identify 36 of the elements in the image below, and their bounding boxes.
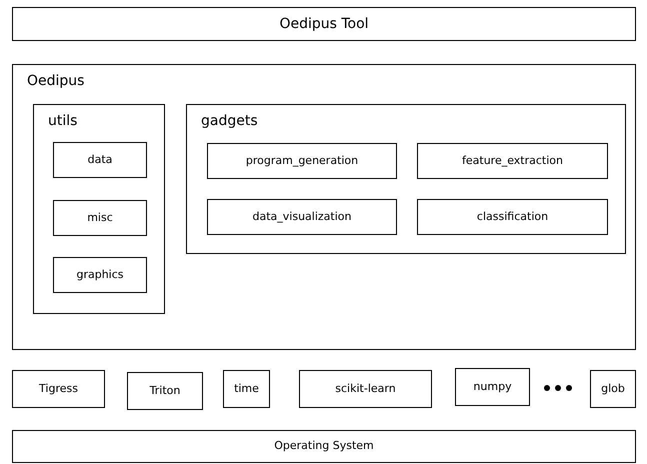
container-box <box>186 104 626 254</box>
module-box <box>223 370 270 408</box>
module-box <box>207 199 397 235</box>
container-title: gadgets <box>201 112 258 131</box>
module-label: scikit-learn <box>335 380 396 397</box>
module-label: Operating System <box>274 438 374 454</box>
module-label: time <box>234 380 259 397</box>
module-label: data_visualization <box>252 208 352 225</box>
module-box <box>53 200 147 236</box>
module-box <box>299 370 432 408</box>
module-label: feature_extraction <box>462 152 563 169</box>
module-label: classification <box>476 208 548 225</box>
module-box <box>127 372 203 410</box>
module-box <box>455 368 530 406</box>
module-box <box>417 143 608 179</box>
module-label: Oedipus Tool <box>279 14 369 34</box>
container-title: Oedipus <box>27 72 84 91</box>
module-box <box>12 370 105 408</box>
module-box <box>207 143 397 179</box>
module-box <box>53 142 147 178</box>
module-label: program_generation <box>246 152 358 169</box>
module-label: graphics <box>76 266 124 283</box>
module-box <box>590 370 636 408</box>
module-label: numpy <box>473 378 512 395</box>
module-label: misc <box>87 210 113 226</box>
container-box <box>12 64 636 350</box>
module-box <box>12 7 636 41</box>
container-box <box>33 104 165 314</box>
module-box <box>53 257 147 293</box>
module-box <box>12 430 636 463</box>
module-label: Tigress <box>39 380 78 397</box>
module-box <box>417 199 608 235</box>
container-title: utils <box>48 112 78 131</box>
module-label: data <box>88 152 112 168</box>
module-label: Triton <box>150 382 180 399</box>
module-label: glob <box>601 380 625 397</box>
